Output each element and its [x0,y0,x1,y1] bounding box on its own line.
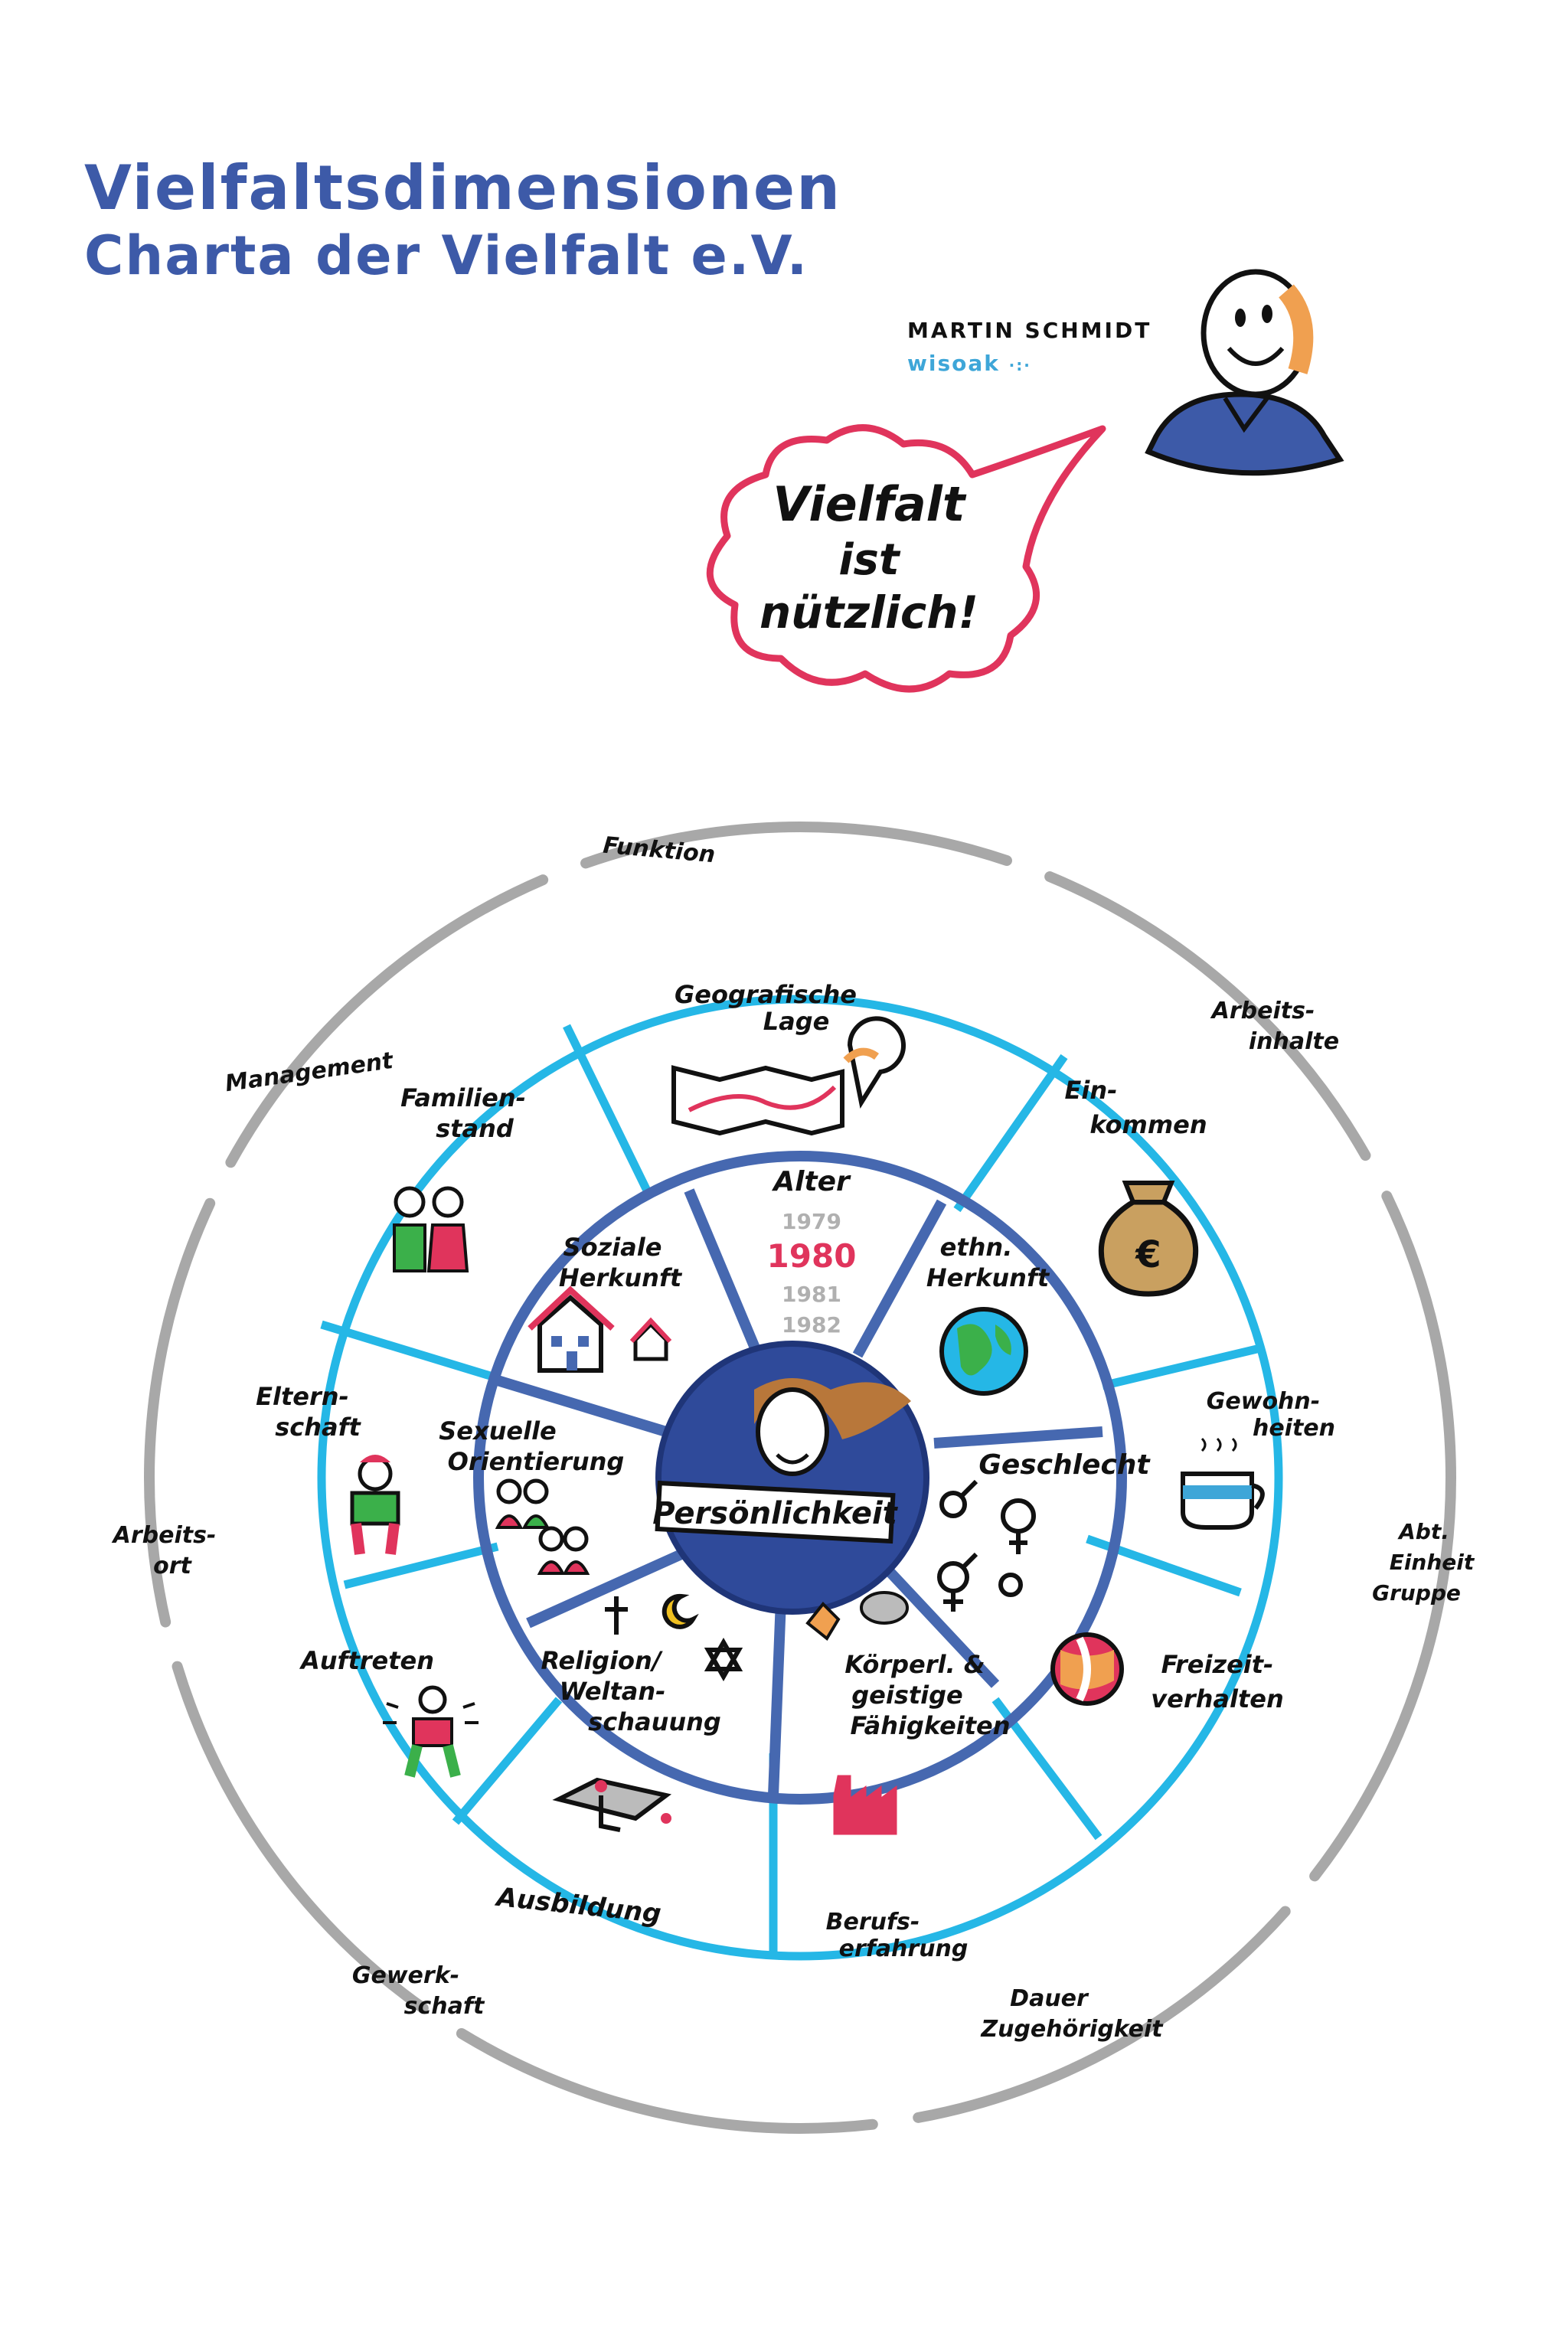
label-dauer-1: Dauer [1010,1985,1089,2012]
factory-icon [833,1775,897,1835]
euro-icon: € [1135,1233,1161,1276]
label-ethn-2: Herkunft [926,1263,1050,1292]
label-arbeitsinhalte-1: Arbeits- [1210,998,1315,1024]
inner-ring [473,1151,1127,1805]
graduation-cap-icon [552,1777,672,1832]
house-icon [528,1285,672,1373]
couple-icon [495,1478,590,1575]
hand-puzzle-icon [805,1591,909,1641]
label-religion-2: Weltan- [560,1677,666,1706]
bubble-line-1: Vielfalt [773,476,967,532]
label-alter: Alter [771,1166,851,1197]
person-presenting-icon [383,1685,479,1778]
money-bag-icon: € [1098,1181,1199,1297]
speaker-org-logo-mark: ·:· [1008,356,1031,374]
religion-symbols-icon [605,1593,743,1682]
label-sexuelle-2: Orientierung [448,1447,625,1476]
label-einkommen-1: Ein- [1065,1076,1118,1105]
label-abt: Abt. [1397,1519,1449,1544]
label-geschlecht: Geschlecht [978,1449,1151,1481]
label-koerper-3: Fähigkeiten [850,1711,1010,1740]
year-1980: 1980 [767,1237,857,1275]
label-ausbildung: Ausbildung [493,1882,662,1930]
child-icon [350,1455,400,1555]
globe-icon [939,1307,1028,1396]
label-einheit: Einheit [1390,1550,1475,1575]
speaker-org-name: wisoak [907,351,1000,376]
gender-symbols-icon [937,1479,1036,1612]
label-sexuelle-1: Sexuelle [439,1416,557,1446]
speech-bubble: Vielfalt ist nützlich! [706,424,1106,693]
label-arbeitsort-1: Arbeits- [112,1522,217,1549]
label-geografische-1: Geografische [675,980,857,1009]
label-auftreten: Auftreten [299,1646,434,1675]
speaker-avatar-icon [1145,269,1344,476]
speaker-name: MARTIN SCHMIDT [907,318,1152,343]
label-elternschaft-2: schaft [275,1413,361,1442]
label-gewohnheiten-2: heiten [1253,1415,1335,1442]
beach-ball-icon [1050,1632,1124,1706]
label-gewerkschaft-2: schaft [404,1993,485,2020]
label-berufserfahrung-2: erfahrung [839,1936,969,1962]
label-koerper-1: Körperl. & [844,1650,985,1679]
title-line-2: Charta der Vielfalt e.V. [84,224,809,287]
label-freizeit-1: Freizeit- [1161,1650,1274,1679]
label-arbeitsort-2: ort [153,1553,192,1579]
label-gewohnheiten-1: Gewohn- [1207,1388,1320,1415]
year-1981: 1981 [782,1282,841,1307]
bubble-line-3: nützlich! [760,586,978,639]
label-gruppe: Gruppe [1372,1580,1461,1606]
label-dauer-2: Zugehörigkeit [980,2016,1164,2043]
family-couple-icon [393,1186,469,1272]
label-soziale-1: Soziale [564,1233,662,1262]
label-koerper-2: geistige [851,1681,963,1710]
label-familienstand-1: Familien- [400,1083,526,1112]
page-title: Vielfaltsdimensionen Charta der Vielfalt… [84,153,841,288]
label-einkommen-2: kommen [1089,1110,1207,1139]
label-soziale-2: Herkunft [559,1263,683,1292]
title-line-1: Vielfaltsdimensionen [84,152,842,224]
label-gewerkschaft-1: Gewerk- [352,1962,459,1989]
year-1982: 1982 [782,1312,841,1338]
label-arbeitsinhalte-2: inhalte [1249,1028,1339,1055]
map-icon [671,1016,906,1136]
label-familienstand-2: stand [436,1114,514,1143]
label-berufserfahrung-1: Berufs- [826,1909,920,1936]
coffee-cup-icon [1181,1437,1265,1530]
label-geografische-2: Lage [763,1007,830,1036]
inner-ring-labels: Alter 1979 1980 1981 1982 ethn. Herkunft… [439,1166,1151,1740]
center-personality: Persönlichkeit [652,1341,929,1615]
label-religion-1: Religion/ [541,1646,662,1675]
label-elternschaft-1: Eltern- [256,1382,349,1411]
label-freizeit-2: verhalten [1151,1684,1283,1713]
year-1979: 1979 [782,1209,841,1234]
speaker-org: wisoak ·:· [907,351,1031,376]
center-label: Persönlichkeit [652,1496,898,1531]
label-ethn-1: ethn. [940,1233,1013,1262]
label-religion-3: schauung [588,1707,721,1736]
bubble-line-2: ist [838,535,901,585]
middle-ring-labels: Geografische Lage Ein- kommen Gewohn- he… [256,980,1335,1962]
outer-ring [144,822,1456,2134]
